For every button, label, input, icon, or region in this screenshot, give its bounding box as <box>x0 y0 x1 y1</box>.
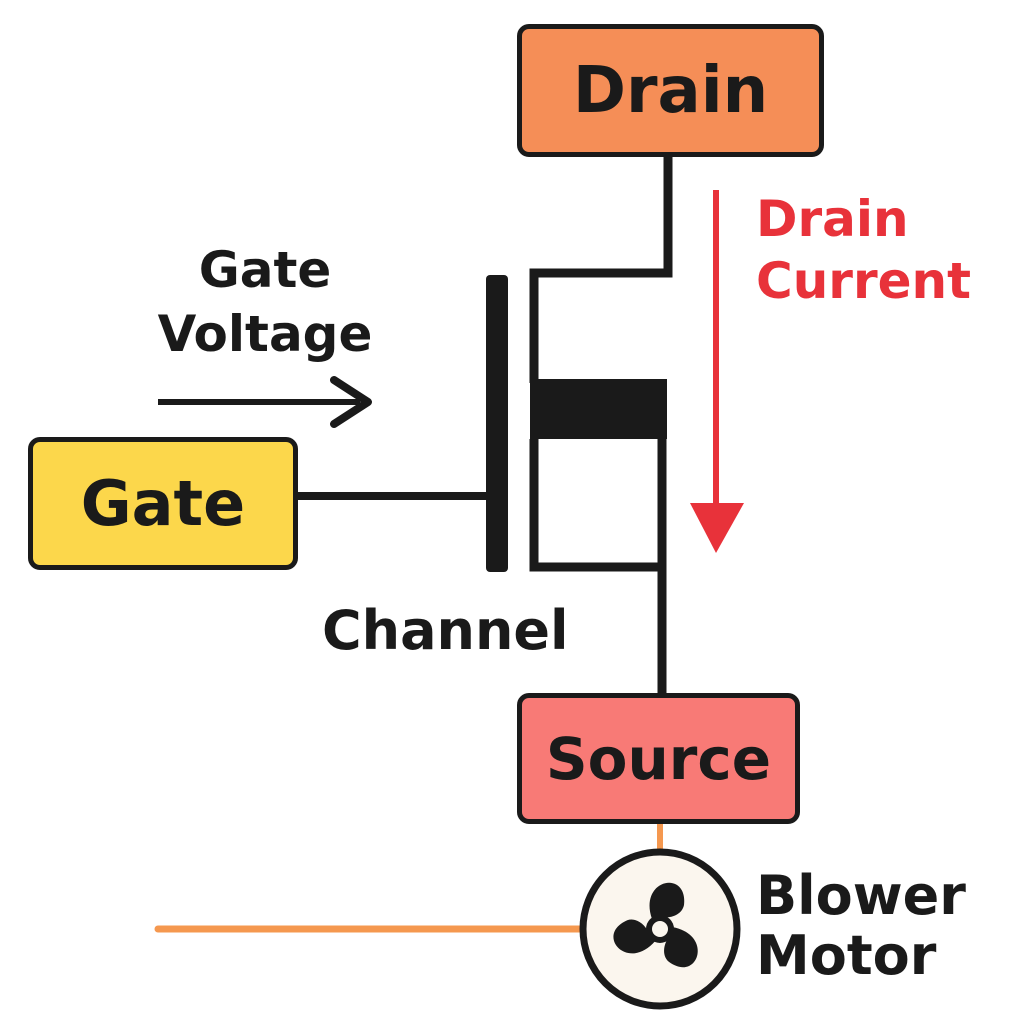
drain-terminal: Drain <box>517 24 824 157</box>
gate-voltage-line-1: Gate <box>198 241 332 299</box>
fan-icon <box>613 882 698 968</box>
gate-label: Gate <box>80 467 246 540</box>
gate-voltage-label: Gate Voltage <box>140 238 390 366</box>
drain-current-label: Drain Current <box>756 188 971 312</box>
blower-motor-line-2: Motor <box>756 924 937 987</box>
channel-drain-region <box>530 379 667 439</box>
channel-label: Channel <box>322 599 569 662</box>
gate-terminal: Gate <box>28 437 298 570</box>
arrow-right-icon <box>158 376 372 428</box>
blower-motor-line-1: Blower <box>756 864 966 927</box>
arrow-down-icon <box>690 190 744 553</box>
channel-body <box>529 439 667 572</box>
gate-voltage-line-2: Voltage <box>157 305 373 363</box>
source-terminal: Source <box>517 693 800 824</box>
drain-wire <box>529 157 673 383</box>
drain-current-line-2: Current <box>756 252 972 310</box>
drain-label: Drain <box>572 53 769 128</box>
source-label: Source <box>545 724 772 793</box>
drain-current-line-1: Drain <box>756 190 909 248</box>
blower-motor-label: Blower Motor <box>756 866 966 986</box>
gate-plate <box>486 275 508 572</box>
